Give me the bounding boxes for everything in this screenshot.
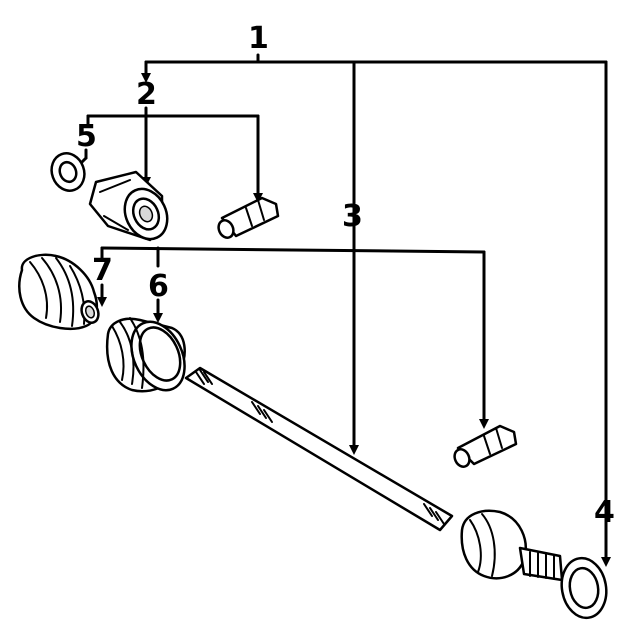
leader-lines: [72, 53, 611, 567]
callout-6: 6: [148, 269, 169, 304]
callout-5: 5: [76, 119, 97, 154]
callout-labels: 1 2 3 4 5 6 7: [76, 21, 615, 530]
seal-washer-part: [560, 556, 608, 620]
callout-2: 2: [136, 77, 157, 112]
small-boot-part: [18, 253, 100, 330]
callout-7: 7: [92, 253, 113, 288]
large-boot-part: [105, 317, 186, 393]
cv-inner-race-part: [217, 196, 280, 239]
cv-joint-housing-part: [88, 170, 169, 242]
callout-3: 3: [342, 199, 363, 234]
callout-1: 1: [248, 21, 269, 56]
snap-ring-part: [50, 152, 86, 192]
inner-joint-part: [453, 424, 518, 468]
outer-cv-joint-part: [460, 509, 564, 582]
callout-4: 4: [594, 495, 615, 530]
axle-shaft-part: [184, 366, 454, 532]
